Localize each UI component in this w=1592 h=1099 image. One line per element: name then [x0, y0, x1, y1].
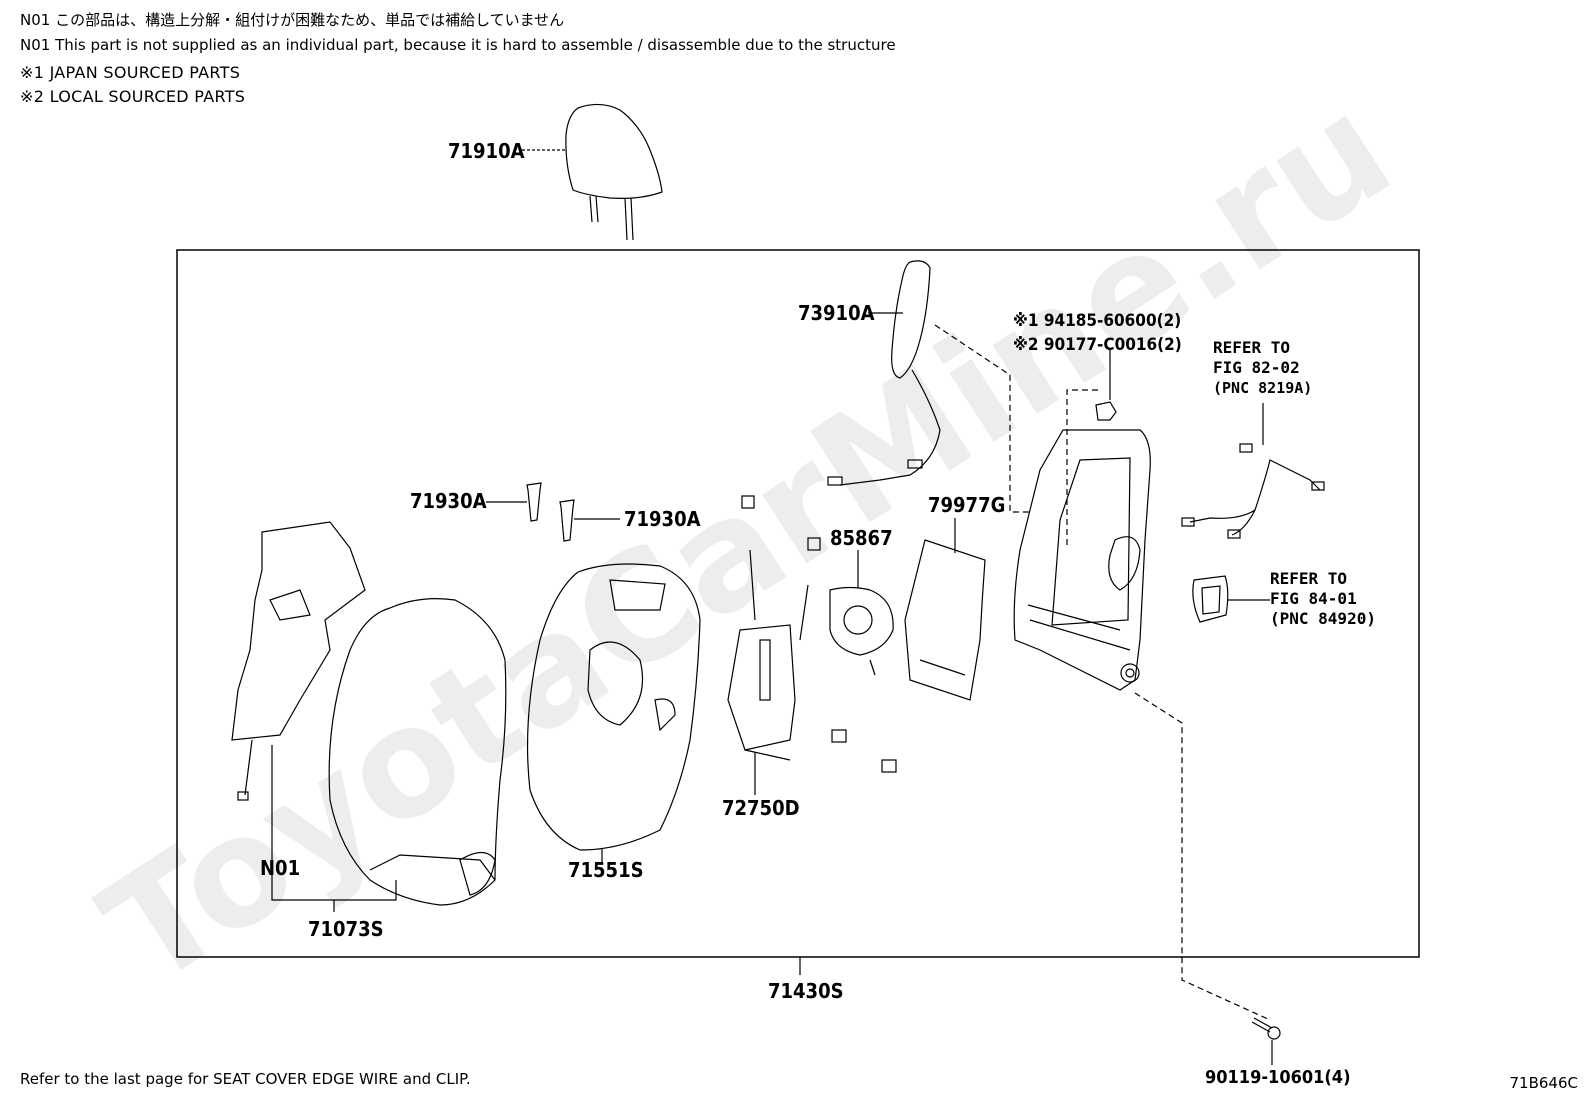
pad-drawing [904, 539, 986, 701]
label-85867: 85867 [830, 526, 893, 550]
assembly-frame [176, 249, 1420, 958]
label-71910A: 71910A [448, 139, 525, 163]
note-mark1: ※1 JAPAN SOURCED PARTS [20, 63, 241, 82]
harness-drawing [1181, 443, 1325, 539]
leader-nut-dash [1066, 389, 1098, 545]
label-73910A: 73910A [798, 301, 875, 325]
switch-drawing [1192, 575, 1229, 623]
footer-note: Refer to the last page for SEAT COVER ED… [20, 1070, 471, 1088]
unit-85867-drawing [829, 586, 894, 676]
note-mark2: ※2 LOCAL SOURCED PARTS [20, 87, 246, 106]
seatback-pad-drawing [526, 563, 701, 851]
guide-left-drawing [526, 482, 542, 522]
ref2-line3: (PNC 84920) [1270, 609, 1376, 628]
label-71551S: 71551S [568, 858, 644, 882]
label-71430S: 71430S [768, 979, 844, 1003]
lumbar-drawing [727, 549, 809, 761]
note-n01-en: N01 This part is not supplied as an indi… [20, 36, 896, 54]
figure-code: 71B646C [1509, 1074, 1578, 1092]
label-90119: 90119-10601(4) [1205, 1067, 1350, 1088]
ref2-line1: REFER TO [1270, 569, 1347, 588]
seatback-frame-drawing [1013, 429, 1151, 691]
ref1-line3: (PNC 8219A) [1213, 379, 1312, 397]
label-79977G: 79977G [928, 493, 1005, 517]
bolt-drawing [1251, 1017, 1281, 1040]
ref2-line2: FIG 84-01 [1270, 589, 1357, 608]
nut-drawing [1095, 401, 1117, 421]
side-airbag-drawing [827, 260, 941, 486]
headrest-drawing [565, 103, 663, 241]
label-N01: N01 [260, 856, 300, 880]
ref1-line1: REFER TO [1213, 338, 1290, 357]
leader-73910A-dash [934, 324, 1030, 513]
heater-mat-drawing [231, 521, 366, 801]
leader-frame-dash [1134, 692, 1271, 1021]
label-71930A-1: 71930A [410, 489, 487, 513]
seatback-cover-drawing [328, 598, 507, 906]
label-90177: ※2 90177-C0016(2) [1013, 335, 1182, 355]
label-71073S: 71073S [308, 917, 384, 941]
clip-drawing [831, 729, 847, 743]
label-94185: ※1 94185-60600(2) [1013, 311, 1181, 331]
note-n01-jp: N01 この部品は、構造上分解・組付けが困難なため、単品では補給していません [20, 11, 565, 29]
clip-drawing [741, 495, 755, 509]
guide-right-drawing [559, 499, 575, 542]
ref1-line2: FIG 82-02 [1213, 358, 1300, 377]
label-72750D: 72750D [722, 796, 800, 820]
clip-drawing [807, 537, 821, 551]
label-71930A-2: 71930A [624, 507, 701, 531]
clip-drawing [881, 759, 897, 773]
